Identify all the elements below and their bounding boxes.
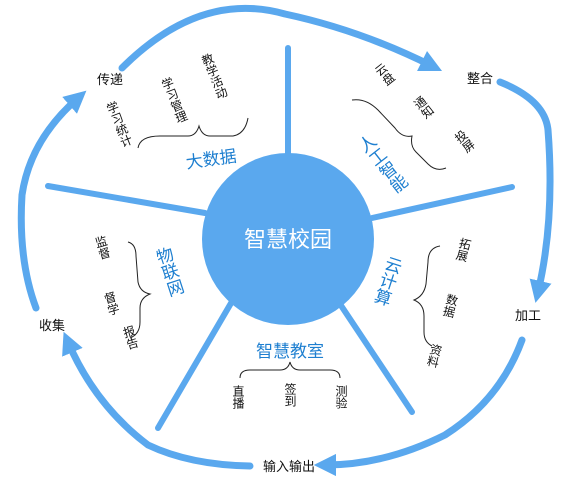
big-data-item-3: 教学活动 [198,50,230,101]
ai-bracket [351,99,447,170]
segment-ai: 人工智能 云盘 通知 投屏 [351,61,478,199]
arrow-collect-to-deliver [17,90,87,312]
classroom-bracket [239,361,341,379]
arrow-integrate-to-process [496,78,554,303]
cycle-arrows [17,4,554,477]
cloud-bracket [412,245,441,347]
cycle-label-process: 加工 [515,309,541,324]
cycle-label-collect: 收集 [39,318,65,334]
arrow-deliver-to-integrate [118,4,443,72]
iot-item-3: 报告 [120,323,140,351]
segment-iot: 物联网 监督 督学 报告 [92,234,186,351]
spoke-lower-right [333,295,415,415]
spoke-left [45,183,208,216]
cycle-label-deliver: 传递 [97,73,123,88]
iot-bracket [127,241,152,339]
spoke-lower-left [155,295,237,431]
arrow-process-to-io [313,336,526,477]
big-data-title: 大数据 [185,147,238,174]
ai-item-1: 云盘 [371,61,397,89]
ai-item-3: 投屏 [451,127,478,156]
big-data-item-1: 学习统计 [103,98,135,149]
ai-item-2: 通知 [410,93,436,121]
segment-classroom: 智慧教室 直播 签到 测验 [231,342,348,410]
ai-title: 人工智能 [352,132,411,199]
big-data-bracket [137,117,249,149]
iot-title: 物联网 [150,245,186,301]
classroom-item-2: 签到 [283,382,297,407]
classroom-item-1: 直播 [231,385,245,410]
cloud-title: 云计算 [369,253,404,308]
spoke-right [369,184,515,221]
cloud-item-3: 资料 [424,342,443,369]
segment-cloud: 云计算 拓展 数据 资料 [369,236,473,369]
cloud-item-1: 拓展 [453,236,472,263]
cloud-item-2: 数据 [440,291,460,320]
classroom-item-3: 测验 [334,385,348,409]
big-data-item-2: 学习管理 [158,74,190,125]
classroom-title: 智慧教室 [256,342,324,362]
iot-item-1: 监督 [92,234,112,262]
arrow-io-to-collect [62,331,254,470]
cycle-label-integrate: 整合 [467,72,493,87]
center-label: 智慧校园 [244,228,332,253]
spokes [45,45,515,431]
cycle-label-io: 输入输出 [263,459,315,475]
center-hub [202,153,374,325]
iot-item-2: 督学 [101,289,121,317]
